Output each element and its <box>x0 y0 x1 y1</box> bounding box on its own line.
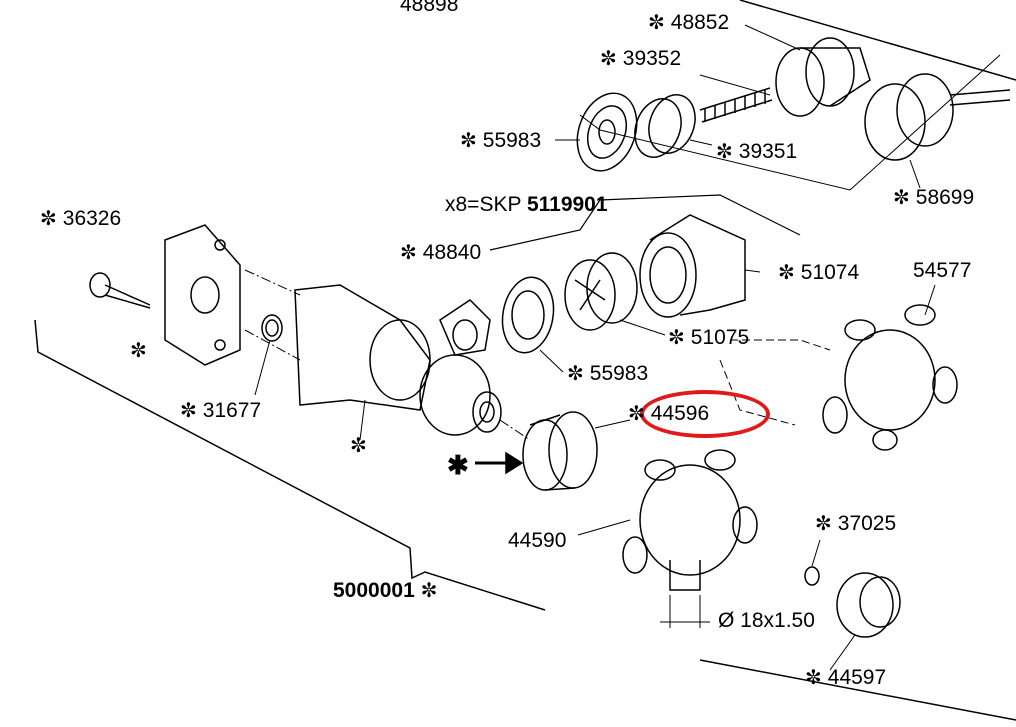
part-bracket <box>164 224 241 366</box>
label-text: 39351 <box>738 140 798 163</box>
label-text: 55983 <box>482 129 542 152</box>
label-51075: ✼51075 <box>668 327 749 348</box>
label-text: 5000001 <box>333 579 415 602</box>
label-text: ✱ <box>447 450 469 480</box>
label-text: 48840 <box>422 241 482 264</box>
arrow <box>475 451 524 475</box>
star-icon: ✼ <box>567 363 584 385</box>
part-55983-top <box>576 92 638 172</box>
star-icon: ✼ <box>40 208 57 230</box>
label-text: 48898 <box>400 0 459 16</box>
part-31677-ring <box>261 314 283 342</box>
part-51074 <box>639 214 746 318</box>
label-text: 39352 <box>622 47 682 70</box>
label-44597: ✼44597 <box>805 667 886 688</box>
part-48840 <box>439 299 491 356</box>
star-icon: ✼ <box>648 12 665 34</box>
part-48852 <box>775 37 871 117</box>
part-44596-sleeve <box>522 411 598 491</box>
star-icon: ✼ <box>180 400 197 422</box>
label-5000001: 5000001 ✼ <box>333 580 443 601</box>
label-37025: ✼37025 <box>815 513 896 534</box>
star-marker: ✼ <box>350 435 373 456</box>
label-text: 48852 <box>670 11 730 34</box>
star-icon: ✼ <box>628 403 645 425</box>
frame-line-top <box>739 0 1016 81</box>
label-39351: ✼39351 <box>716 141 797 162</box>
label-kit: x8=SKP 5119901 <box>445 194 608 215</box>
label-text: 58699 <box>915 186 975 209</box>
label-48898: 48898 <box>400 0 458 15</box>
part-54577-valve-body <box>822 304 958 451</box>
part-58699 <box>864 73 1011 161</box>
part-37025-ring <box>804 566 820 586</box>
label-text: 31677 <box>202 399 262 422</box>
label-44596: ✼44596 <box>628 403 709 424</box>
frame-line-bottom <box>699 659 1016 721</box>
star-icon: ✼ <box>716 141 733 163</box>
highlight-circle <box>640 390 770 438</box>
label-text: 54577 <box>913 259 972 282</box>
star-icon: ✼ <box>400 242 417 264</box>
part-36326-screw <box>89 272 151 309</box>
label-55983-mid: ✼55983 <box>567 363 648 384</box>
label-text: 55983 <box>589 362 649 385</box>
label-55983-top: ✼55983 <box>460 130 541 151</box>
label-39352: ✼39352 <box>600 48 681 69</box>
star-icon: ✼ <box>420 580 438 602</box>
star-marker: ✼ <box>130 340 153 361</box>
leader-lines <box>244 24 936 671</box>
part-51075 <box>564 252 638 331</box>
star-icon: ✼ <box>805 667 822 689</box>
label-text: 5119901 <box>526 193 608 216</box>
label-text: 44596 <box>650 402 710 425</box>
label-text: 44597 <box>827 666 887 689</box>
label-text: 44590 <box>508 529 567 552</box>
part-44597-cap <box>836 572 901 638</box>
star-icon: ✼ <box>668 327 685 349</box>
star-icon: ✼ <box>600 48 617 70</box>
label-31677: ✼31677 <box>180 400 261 421</box>
star-icon: ✼ <box>778 262 795 284</box>
label-text: 51075 <box>690 326 750 349</box>
star-icon: ✼ <box>815 513 832 535</box>
asterisk-marker: ✱ <box>447 452 469 478</box>
label-48852: ✼48852 <box>648 12 729 33</box>
label-54577: 54577 <box>913 260 971 281</box>
star-icon: ✼ <box>893 187 910 209</box>
part-39351 <box>634 94 696 158</box>
label-text: 51074 <box>800 261 860 284</box>
label-51074: ✼51074 <box>778 262 859 283</box>
label-thread-size: Ø 18x1.50 <box>718 610 815 631</box>
assembly-bracket-line <box>34 319 546 611</box>
part-body <box>294 284 502 436</box>
label-text: Ø 18x1.50 <box>718 609 815 632</box>
label-text: x8=SKP <box>445 193 522 216</box>
star-icon: ✼ <box>350 435 367 457</box>
label-44590: 44590 <box>508 530 566 551</box>
star-icon: ✼ <box>130 340 147 362</box>
part-55983-mid <box>501 276 555 354</box>
star-icon: ✼ <box>460 130 477 152</box>
label-text: 37025 <box>837 512 897 535</box>
part-39352-spring <box>699 87 773 123</box>
label-text: 36326 <box>62 207 122 230</box>
label-48840: ✼48840 <box>400 242 481 263</box>
label-58699: ✼58699 <box>893 187 974 208</box>
label-36326: ✼36326 <box>40 208 121 229</box>
part-44590-valve-body <box>622 449 758 591</box>
